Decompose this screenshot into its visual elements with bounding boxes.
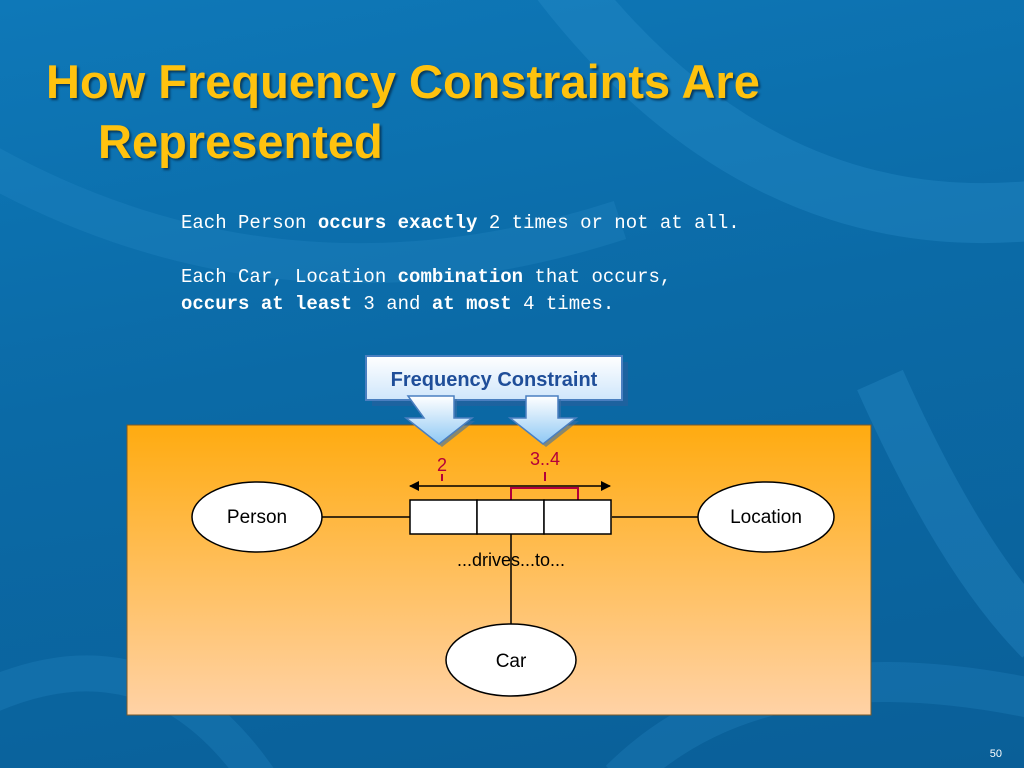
fact-type-reading: ...drives...to...	[457, 550, 565, 570]
entity-person	[191, 481, 323, 553]
page-number: 50	[989, 748, 1002, 760]
entity-person-label: Person	[227, 507, 287, 528]
entity-car	[445, 623, 577, 697]
slide-title-line1: How Frequency Constraints Are	[46, 55, 760, 108]
frequency-constraint-callout	[365, 355, 623, 401]
slide-title-line2: Represented	[98, 115, 383, 168]
entity-location	[697, 481, 835, 553]
role-box-3	[543, 499, 612, 535]
explanation-line-1: Each Person occurs exactly 2 times or no…	[181, 212, 740, 234]
role-span-bracket	[510, 487, 579, 500]
frequency-label-3-4: 3..4	[530, 449, 560, 469]
callout-label: Frequency Constraint	[391, 369, 598, 391]
explanation-text: Each Person occurs exactly 2 times or no…	[181, 210, 740, 318]
callout-arrow-right	[507, 395, 579, 447]
role-box-2	[476, 499, 545, 535]
role-box-1	[409, 499, 478, 535]
explanation-line-2: Each Car, Location combination that occu…	[181, 266, 672, 288]
entity-location-label: Location	[730, 507, 802, 528]
callout-arrow-left	[403, 395, 475, 447]
entity-car-label: Car	[496, 651, 527, 672]
slide-title: How Frequency Constraints Are Represente…	[46, 52, 760, 172]
frequency-label-2: 2	[437, 455, 447, 475]
explanation-line-3: occurs at least 3 and at most 4 times.	[181, 293, 615, 315]
